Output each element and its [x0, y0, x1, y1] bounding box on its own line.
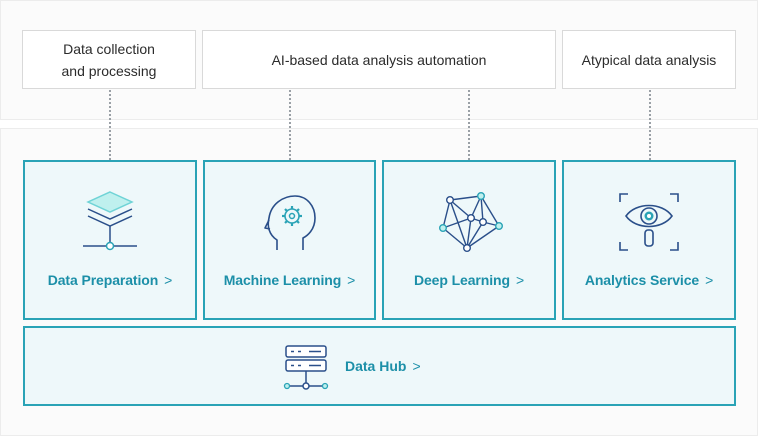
chevron-right-icon: >: [412, 358, 421, 374]
analytics-service-card[interactable]: Analytics Service >: [562, 160, 736, 320]
category-atypical-analysis: Atypical data analysis: [562, 30, 736, 89]
chevron-right-icon: >: [515, 272, 525, 288]
eye-scan-icon: [619, 193, 679, 251]
card-label: Machine Learning >: [205, 272, 374, 288]
connector-line: [649, 90, 651, 160]
connector-line: [289, 90, 291, 160]
chevron-right-icon: >: [347, 272, 356, 288]
category-data-collection: Data collection and processing: [22, 30, 196, 89]
hub-label: Data Hub >: [345, 358, 421, 374]
card-label: Data Preparation >: [25, 272, 195, 288]
category-label: Atypical data analysis: [581, 51, 717, 68]
deep-learning-card[interactable]: Deep Learning >: [382, 160, 556, 320]
server-icon: [283, 345, 329, 390]
data-preparation-card[interactable]: Data Preparation >: [23, 160, 197, 320]
card-label-text: Deep Learning: [413, 272, 510, 288]
chevron-right-icon: >: [705, 272, 714, 288]
card-label-text: Data Preparation: [47, 272, 159, 288]
chevron-right-icon: >: [164, 272, 173, 288]
connector-line: [109, 90, 111, 160]
card-label-text: Machine Learning: [223, 272, 342, 288]
brain-gear-icon: [263, 195, 316, 250]
neural-network-icon: [438, 192, 504, 253]
category-ai-automation: AI-based data analysis automation: [202, 30, 556, 89]
connector-line: [468, 90, 470, 160]
card-label: Deep Learning >: [384, 272, 554, 288]
card-label-text: Analytics Service: [584, 272, 700, 288]
data-hub-card[interactable]: Data Hub >: [23, 326, 736, 406]
hub-label-text: Data Hub: [345, 358, 407, 374]
layers-icon: [83, 191, 137, 251]
card-label: Analytics Service >: [564, 272, 734, 288]
machine-learning-card[interactable]: Machine Learning >: [203, 160, 376, 320]
category-label: AI-based data analysis automation: [271, 51, 487, 68]
category-label: Data collection and processing: [61, 40, 157, 79]
